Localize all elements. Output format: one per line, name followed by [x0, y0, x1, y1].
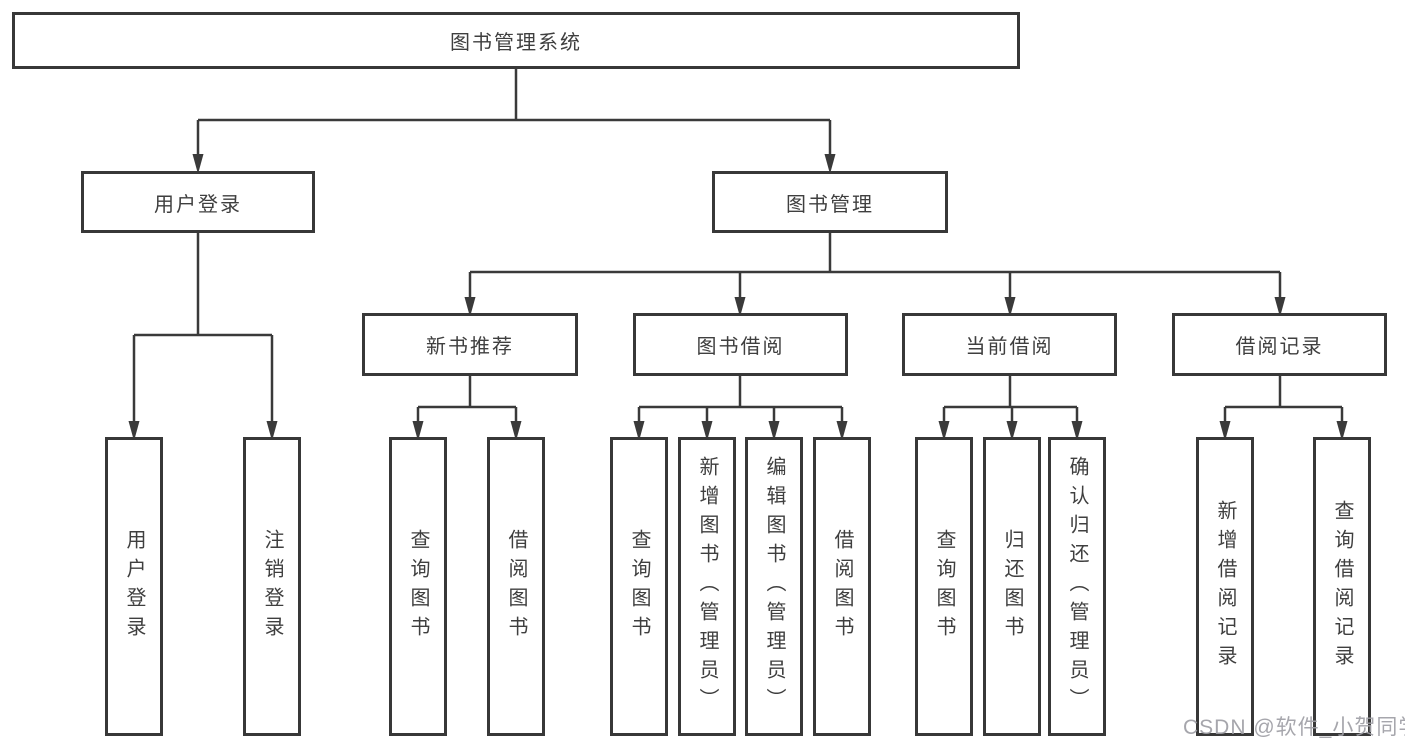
node-label: 注销登录: [261, 528, 283, 645]
leaf-user-login: 用户登录: [105, 437, 163, 736]
node-label: 归还图书: [1001, 528, 1023, 645]
leaf-logout: 注销登录: [243, 437, 301, 736]
leaf-query-books-recommend: 查询图书: [389, 437, 447, 736]
node-label: 借阅记录: [1235, 336, 1324, 358]
leaf-return-books: 归还图书: [983, 437, 1041, 736]
node-label: 借阅图书: [831, 528, 853, 645]
node-book-borrowing: 图书借阅: [633, 313, 848, 376]
node-label: 图书管理: [786, 193, 874, 216]
node-label: 查询图书: [628, 528, 650, 645]
leaf-add-books-admin: 新增图书（管理员）: [678, 437, 736, 736]
node-label: 用户登录: [154, 193, 242, 216]
node-label: 编辑图书（管理员）: [763, 456, 785, 717]
node-label: 新增图书（管理员）: [696, 456, 718, 717]
node-label: 查询借阅记录: [1331, 499, 1353, 674]
node-book-management-system: 图书管理系统: [12, 12, 1020, 69]
csdn-watermark: CSDN @软件_小贺同学: [1183, 716, 1405, 739]
leaf-edit-books-admin: 编辑图书（管理员）: [745, 437, 803, 736]
node-book-management: 图书管理: [712, 171, 948, 233]
node-label: 查询图书: [407, 528, 429, 645]
node-label: 查询图书: [933, 528, 955, 645]
node-label: 用户登录: [123, 528, 145, 645]
leaf-add-borrow-record: 新增借阅记录: [1196, 437, 1254, 736]
node-label: 图书管理系统: [450, 32, 582, 54]
node-label: 当前借阅: [965, 336, 1054, 358]
node-new-book-recommendation: 新书推荐: [362, 313, 578, 376]
node-label: 借阅图书: [505, 528, 527, 645]
node-borrowing-records: 借阅记录: [1172, 313, 1387, 376]
leaf-borrow-books-recommend: 借阅图书: [487, 437, 545, 736]
node-label: 图书借阅: [696, 336, 785, 358]
node-user-login: 用户登录: [81, 171, 315, 233]
leaf-query-books-current: 查询图书: [915, 437, 973, 736]
node-label: 确认归还（管理员）: [1066, 456, 1088, 717]
leaf-query-borrow-record: 查询借阅记录: [1313, 437, 1371, 736]
node-label: 新书推荐: [426, 336, 514, 358]
leaf-query-books-borrowing: 查询图书: [610, 437, 668, 736]
node-current-borrowing: 当前借阅: [902, 313, 1117, 376]
leaf-borrow-books-borrowing: 借阅图书: [813, 437, 871, 736]
leaf-confirm-return-admin: 确认归还（管理员）: [1048, 437, 1106, 736]
node-label: 新增借阅记录: [1214, 499, 1236, 674]
